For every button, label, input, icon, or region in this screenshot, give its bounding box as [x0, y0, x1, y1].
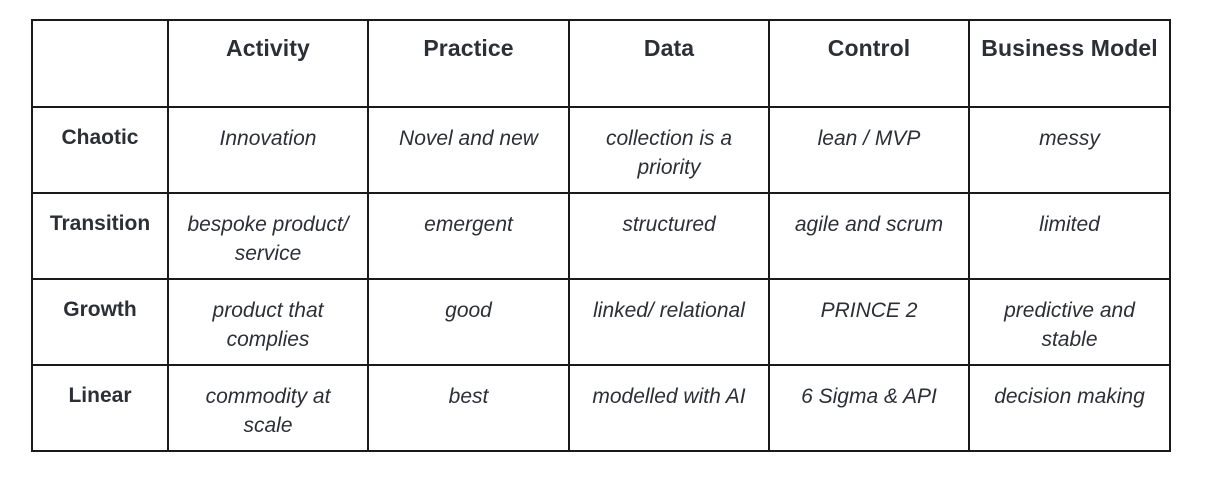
column-header-label: Control: [827, 35, 911, 61]
cell-linear-control: 6 Sigma & API: [768, 364, 970, 452]
row-header-transition: Transition: [31, 192, 169, 280]
column-header-practice: Practice: [367, 19, 570, 108]
cell-value: emergent: [424, 213, 513, 236]
cell-value: 6 Sigma & API: [801, 385, 937, 408]
table-row: Growth product that complies good linked…: [31, 278, 1171, 366]
cell-transition-activity: bespoke product/ service: [167, 192, 369, 280]
column-header-label: Activity: [226, 35, 310, 61]
maturity-matrix-table: Activity Practice Data Control Business …: [31, 19, 1171, 452]
cell-value: structured: [622, 213, 716, 236]
cell-value: limited: [1039, 213, 1100, 236]
cell-value: predictive and stable: [1004, 299, 1135, 351]
cell-linear-business-model: decision making: [968, 364, 1171, 452]
cell-value: modelled with AI: [592, 385, 746, 408]
row-header-growth: Growth: [31, 278, 169, 366]
row-header-label: Linear: [68, 384, 132, 407]
row-header-label: Chaotic: [61, 126, 139, 149]
cell-value: best: [448, 385, 489, 408]
column-header-label: Data: [643, 35, 695, 61]
cell-value: product that complies: [212, 299, 324, 351]
cell-value: messy: [1039, 127, 1100, 150]
table-header-row: Activity Practice Data Control Business …: [31, 19, 1171, 108]
cell-chaotic-data: collection is a priority: [568, 106, 770, 194]
cell-value: Novel and new: [399, 127, 538, 150]
header-corner-cell: [31, 19, 169, 108]
cell-transition-control: agile and scrum: [768, 192, 970, 280]
cell-chaotic-business-model: messy: [968, 106, 1171, 194]
cell-value: Innovation: [219, 127, 317, 150]
column-header-business-model: Business Model: [968, 19, 1171, 108]
cell-chaotic-practice: Novel and new: [367, 106, 570, 194]
cell-growth-practice: good: [367, 278, 570, 366]
cell-linear-activity: commodity at scale: [167, 364, 369, 452]
cell-value: linked/ relational: [593, 299, 745, 322]
row-header-label: Growth: [63, 298, 137, 321]
table-row: Chaotic Innovation Novel and new collect…: [31, 106, 1171, 194]
table-row: Transition bespoke product/ service emer…: [31, 192, 1171, 280]
row-header-label: Transition: [49, 212, 151, 235]
cell-value: collection is a priority: [605, 127, 733, 179]
cell-value: commodity at scale: [205, 385, 331, 437]
cell-value: bespoke product/ service: [187, 213, 349, 265]
cell-growth-data: linked/ relational: [568, 278, 770, 366]
cell-transition-data: structured: [568, 192, 770, 280]
column-header-control: Control: [768, 19, 970, 108]
cell-chaotic-control: lean / MVP: [768, 106, 970, 194]
cell-linear-data: modelled with AI: [568, 364, 770, 452]
cell-value: decision making: [994, 385, 1145, 408]
cell-chaotic-activity: Innovation: [167, 106, 369, 194]
row-header-linear: Linear: [31, 364, 169, 452]
cell-growth-activity: product that complies: [167, 278, 369, 366]
cell-growth-control: PRINCE 2: [768, 278, 970, 366]
column-header-data: Data: [568, 19, 770, 108]
table-row: Linear commodity at scale best modelled …: [31, 364, 1171, 452]
cell-transition-practice: emergent: [367, 192, 570, 280]
cell-value: PRINCE 2: [820, 299, 918, 322]
cell-value: good: [445, 299, 492, 322]
column-header-label: Practice: [423, 35, 514, 61]
column-header-activity: Activity: [167, 19, 369, 108]
cell-transition-business-model: limited: [968, 192, 1171, 280]
cell-value: agile and scrum: [794, 213, 944, 236]
cell-value: lean / MVP: [817, 127, 921, 150]
row-header-chaotic: Chaotic: [31, 106, 169, 194]
cell-growth-business-model: predictive and stable: [968, 278, 1171, 366]
cell-linear-practice: best: [367, 364, 570, 452]
column-header-label: Business Model: [981, 35, 1158, 61]
